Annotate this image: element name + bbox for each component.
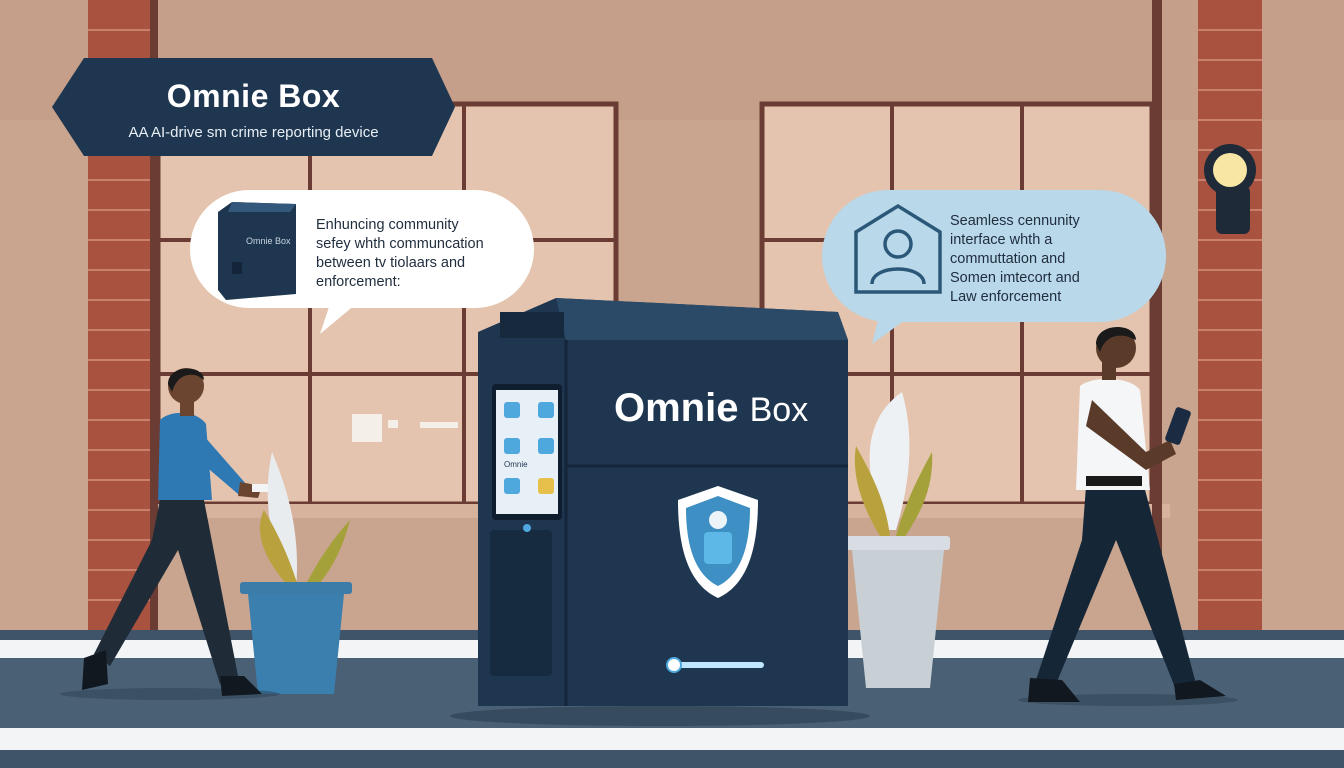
right-bubble-line: commuttation and xyxy=(950,251,1066,267)
speech-bubble-right xyxy=(822,190,1166,344)
kiosk-screen-label: Omnie xyxy=(504,460,528,469)
brick-column-right xyxy=(1198,0,1262,630)
right-bubble-line: Law enforcement xyxy=(950,289,1062,305)
title-banner: Omnie Box AA AI-drive sm crime reporting… xyxy=(52,58,455,156)
speech-bubble-left xyxy=(190,190,534,334)
left-bubble-line: between tv tiolaars and xyxy=(316,255,466,271)
left-bubble-line: Enhuncing community xyxy=(316,217,459,233)
left-bubble-text: Enhuncing community sefey whth communcat… xyxy=(316,216,526,292)
man-walking-with-phone xyxy=(1018,326,1238,706)
right-bubble-line: Seamless cennunity xyxy=(950,213,1080,229)
right-bubble-line: interface whth a xyxy=(950,232,1053,248)
left-bubble-line: sefey whth communcation xyxy=(316,236,484,252)
kiosk-brand-bold: Omnie xyxy=(614,386,739,430)
user-profile-icon xyxy=(854,203,942,294)
mini-device-label: Omnie Box xyxy=(246,236,291,246)
right-bubble-text: Seamless cennunity interface whth a comm… xyxy=(950,212,1150,307)
wall-lamp-icon xyxy=(1204,144,1256,234)
woman-walking xyxy=(60,368,280,700)
kiosk-brand-light: Box xyxy=(749,391,809,429)
omnie-box-kiosk xyxy=(450,298,870,726)
right-bubble-line: Somen imtecort and xyxy=(950,270,1080,286)
banner-subtitle: AA AI-drive sm crime reporting device xyxy=(128,124,379,141)
title-banner-shape xyxy=(52,58,455,156)
mini-device-icon xyxy=(218,202,296,300)
plant-pot-right xyxy=(846,392,950,688)
shield-user-icon xyxy=(678,486,758,598)
plant-pot-left xyxy=(240,452,352,694)
left-bubble-line: enforcement: xyxy=(316,274,401,290)
kiosk-brand: Omnie Box xyxy=(614,386,808,431)
banner-title: Omnie Box xyxy=(166,78,341,114)
